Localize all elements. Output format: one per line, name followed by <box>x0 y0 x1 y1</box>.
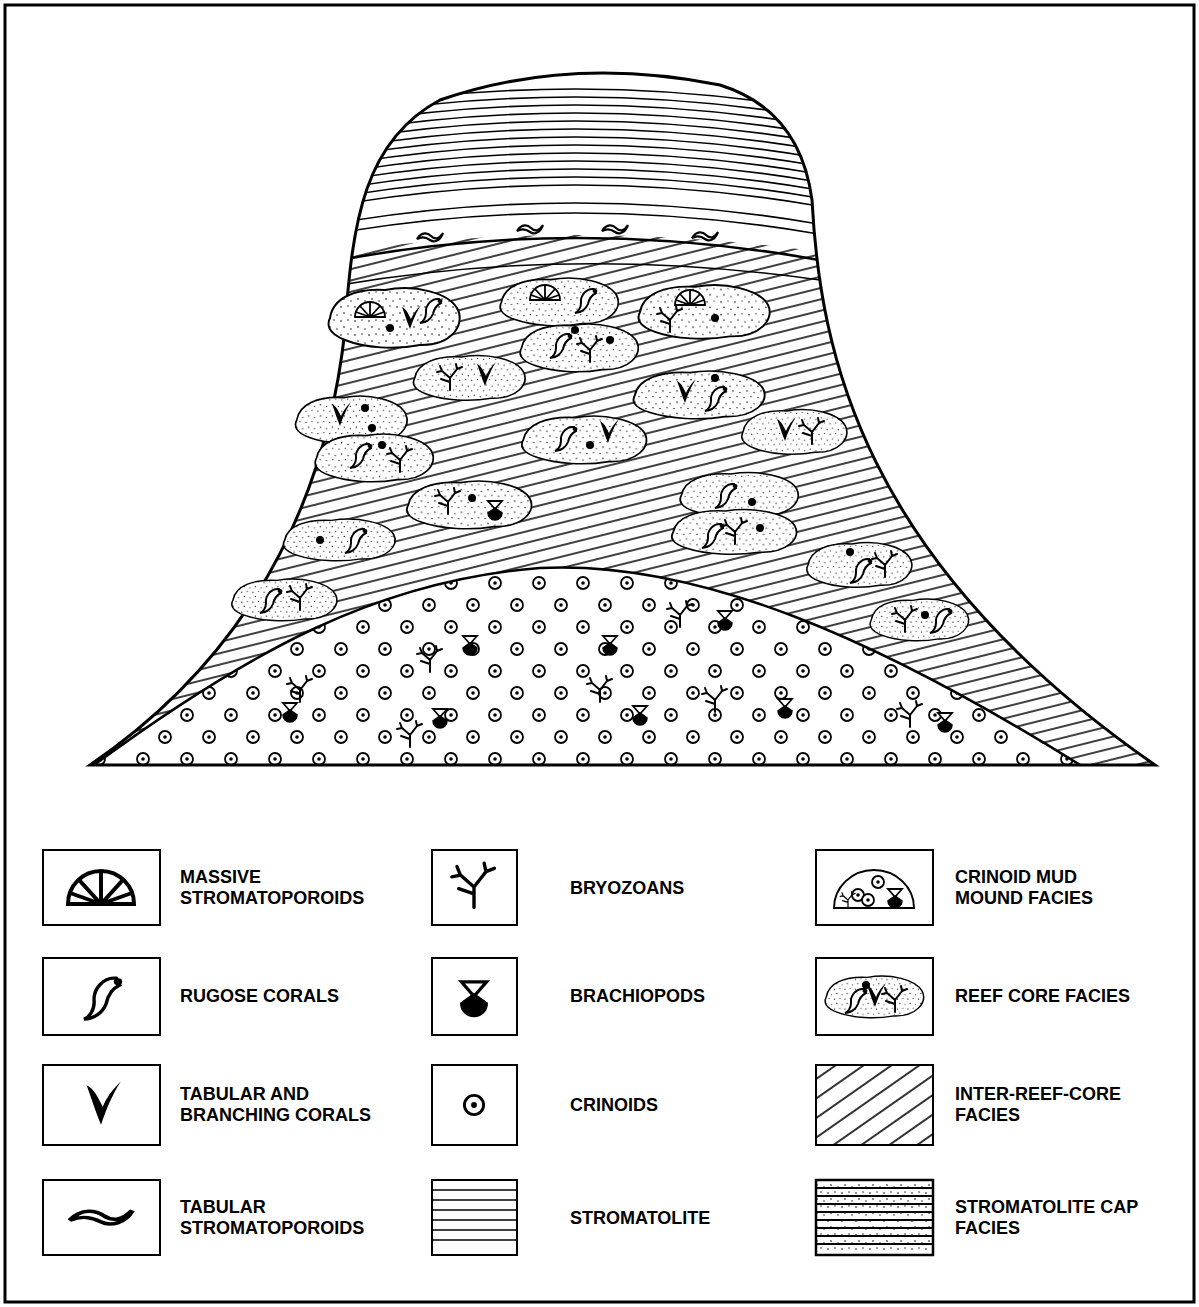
legend-text: TABULAR AND BRANCHING CORALS <box>180 1084 405 1126</box>
legend-text: BRACHIOPODS <box>570 986 790 1007</box>
legend-text: CRINOID MUD MOUND FACIES <box>955 867 1145 909</box>
legend-text: TABULAR STROMATOPOROIDS <box>180 1197 405 1239</box>
legend-text: MASSIVE STROMATOPOROIDS <box>180 867 405 909</box>
legend-text: REEF CORE FACIES <box>955 986 1187 1007</box>
legend-text: STROMATOLITE CAP FACIES <box>955 1197 1187 1239</box>
legend-swatches <box>43 850 933 1255</box>
legend-text: INTER-REEF-CORE FACIES <box>955 1084 1187 1126</box>
legend-text: BRYOZOANS <box>570 878 790 899</box>
legend-text: RUGOSE CORALS <box>180 986 405 1007</box>
legend-text: CRINOIDS <box>570 1095 790 1116</box>
legend-text: STROMATOLITE <box>570 1208 790 1229</box>
